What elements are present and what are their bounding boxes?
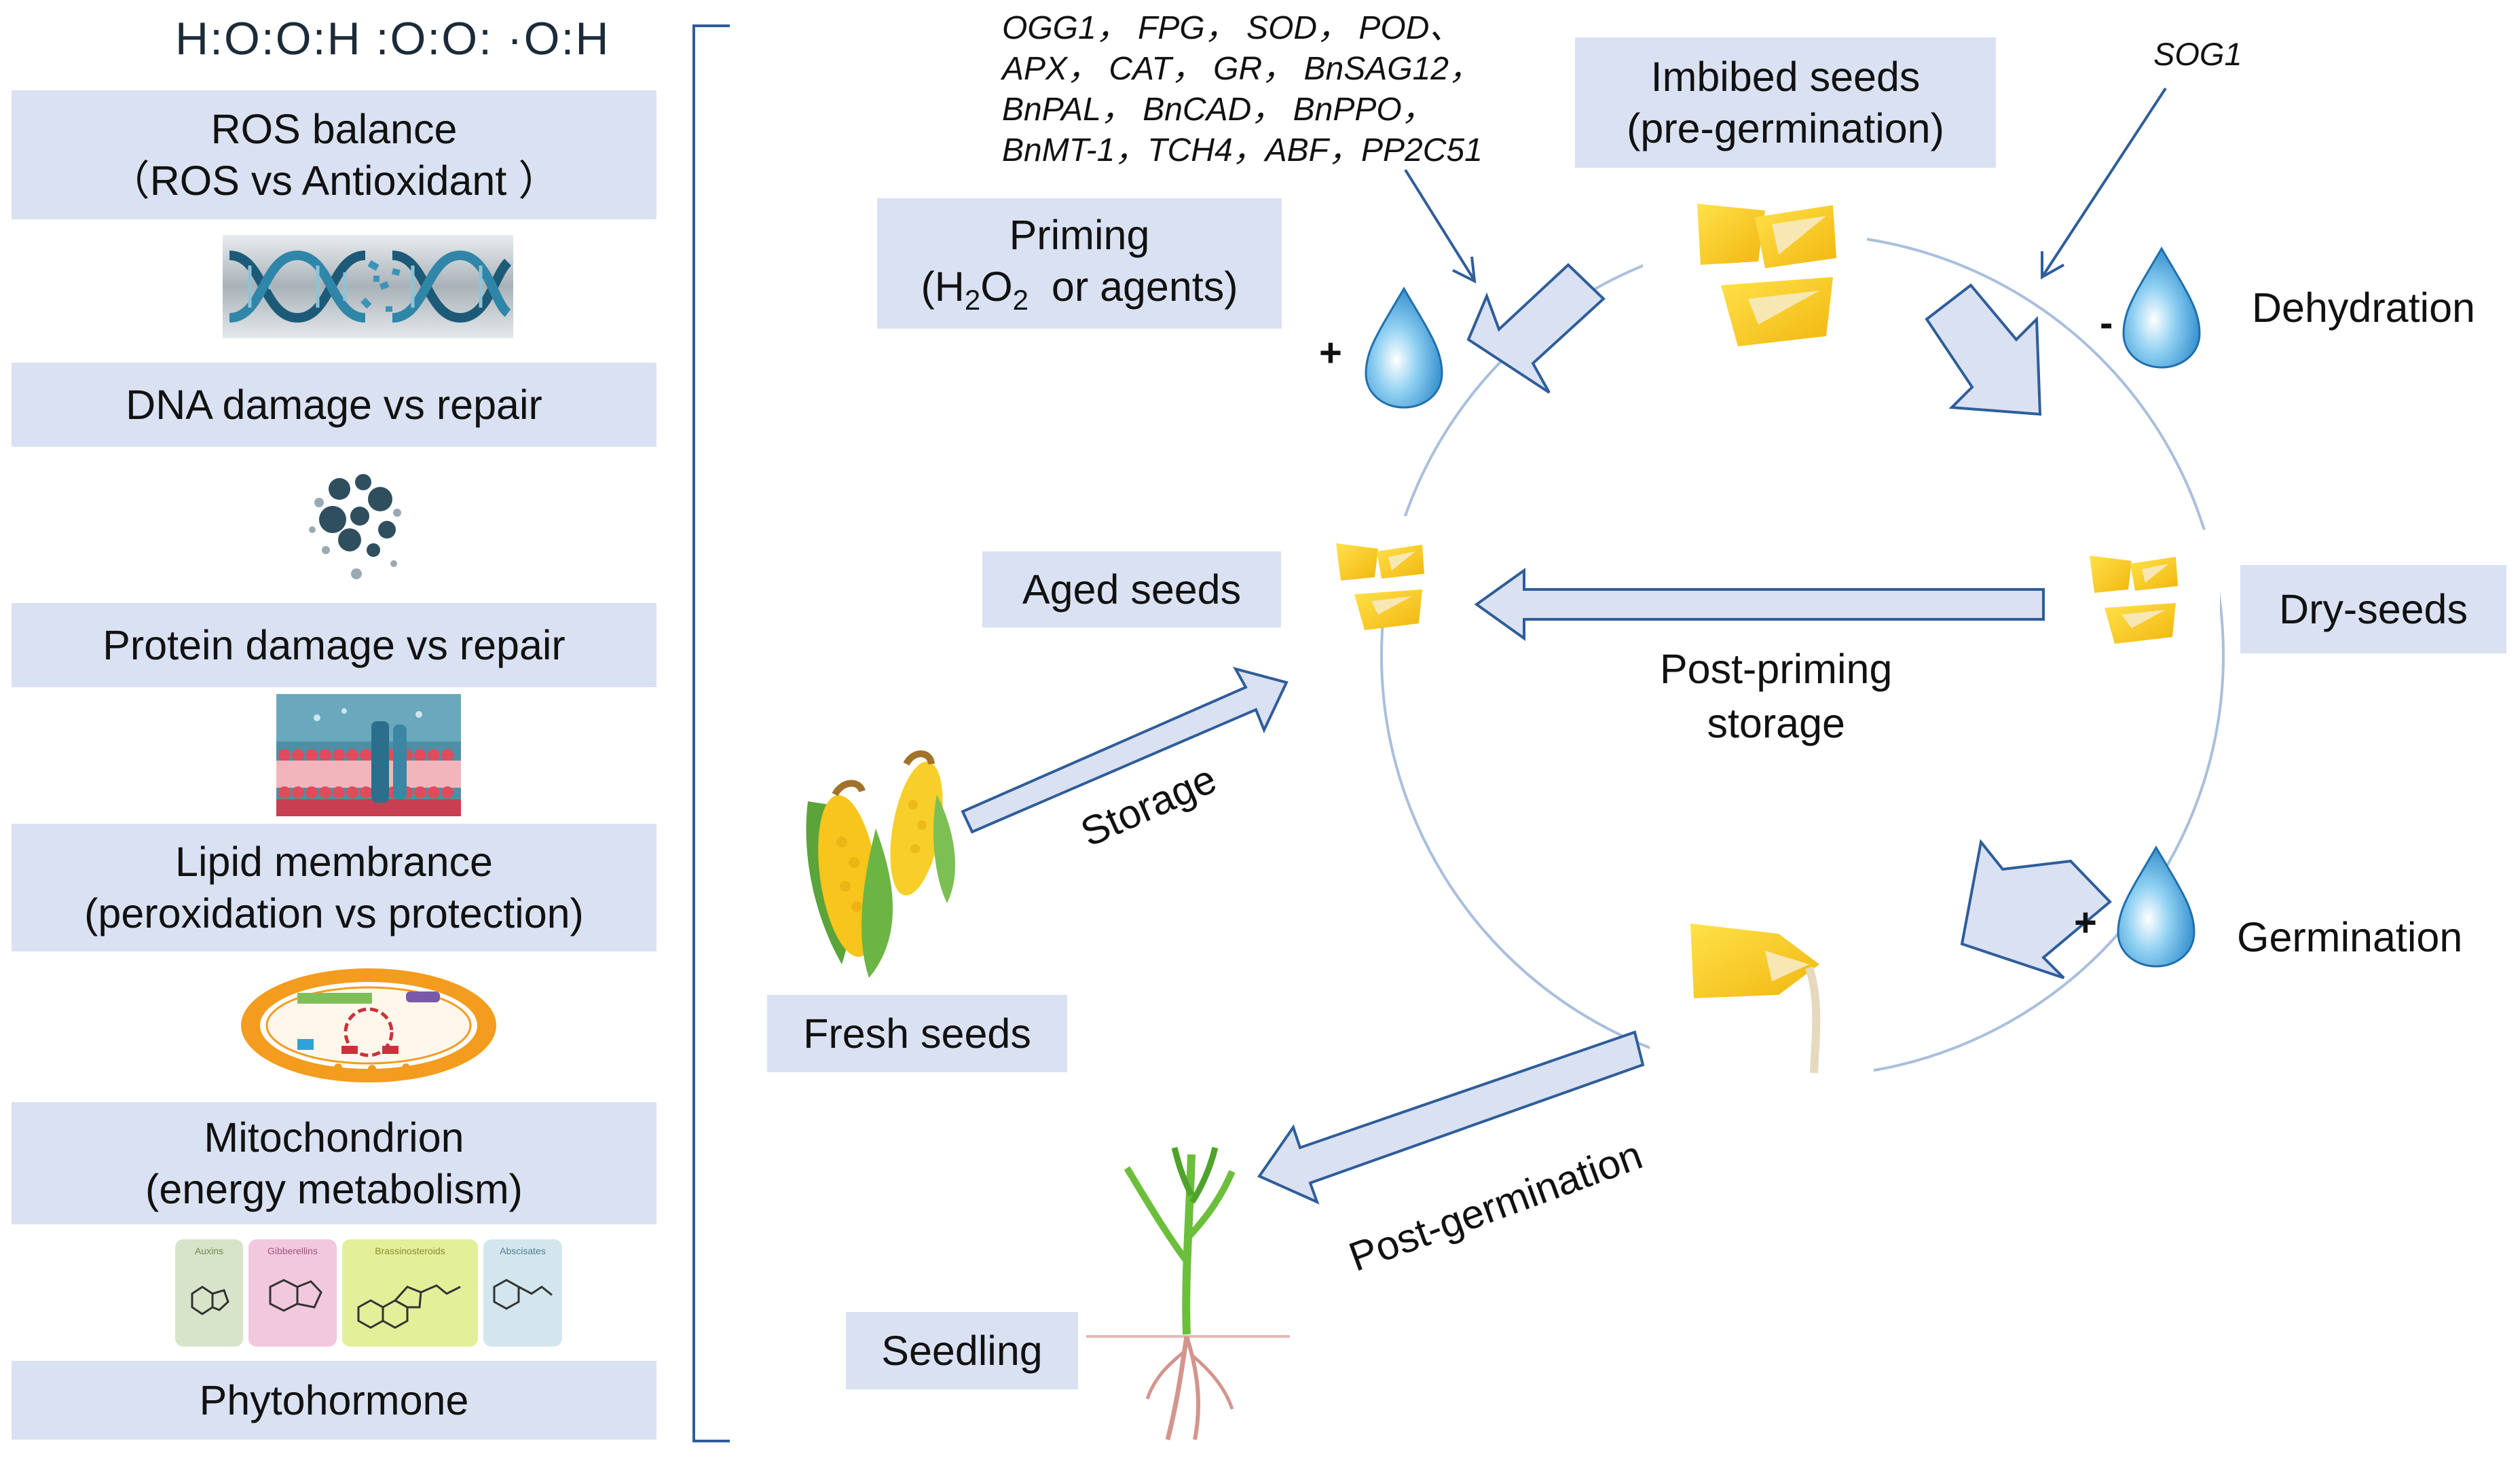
dry-seeds-icon bbox=[2090, 555, 2178, 644]
hormone-label-abscisates: Abscisates bbox=[500, 1245, 546, 1256]
sog1-label: SOG1 bbox=[2153, 36, 2242, 72]
storage-arrow bbox=[961, 666, 1289, 834]
post-priming-line1: Post-priming bbox=[1660, 646, 1893, 692]
post-priming-line2: storage bbox=[1707, 700, 1845, 746]
imbibed-seeds-icon bbox=[1697, 204, 1836, 346]
priming-arrow bbox=[1466, 263, 1606, 394]
mitochondrion-icon bbox=[241, 968, 496, 1082]
imbibed-seeds-subtitle: (pre-germination) bbox=[1627, 105, 1944, 151]
gene-list: OGG1， FPG， SOD， POD、 APX， CAT， GR， BnSAG… bbox=[1002, 8, 1518, 171]
ros-balance-subtitle: （ROS vs Antioxidant ） bbox=[108, 158, 560, 204]
protein-fragments-icon bbox=[309, 474, 401, 579]
priming-subtitle: (H2O2 or agents) bbox=[921, 263, 1238, 316]
aged-seeds-icon bbox=[1336, 543, 1424, 630]
protein-damage-label: Protein damage vs repair bbox=[103, 621, 566, 668]
imbibed-seeds-title: Imbibed seeds bbox=[1650, 53, 1921, 100]
gene-line-1: OGG1， FPG， SOD， POD、 bbox=[1002, 10, 1462, 46]
germinating-seed-icon bbox=[1690, 924, 1821, 1074]
gene-line-4: BnMT-1，TCH4，ABF，PP2C51 bbox=[1002, 132, 1483, 168]
mitochondrion-box: Mitochondrion (energy metabolism) bbox=[12, 1102, 656, 1224]
germination-arrow bbox=[1960, 839, 2112, 979]
post-priming-arrow bbox=[1474, 568, 2045, 641]
seedling-icon bbox=[1086, 1146, 1290, 1440]
genes-pointer bbox=[1404, 168, 1475, 280]
plus-sign-germination: + bbox=[2074, 900, 2097, 945]
dry-seeds-label: Dry-seeds bbox=[2279, 585, 2468, 632]
mitochondrion-subtitle: (energy metabolism) bbox=[145, 1166, 523, 1212]
hormone-label-gibberellins: Gibberellins bbox=[267, 1245, 318, 1256]
water-drop-icon-dehydration bbox=[2122, 247, 2201, 369]
phytohormone-structures-icon: Auxins Gibberellins Brassinosteroids Abs… bbox=[175, 1239, 562, 1347]
lipid-membrane-subtitle: (peroxidation vs protection) bbox=[84, 890, 584, 936]
aged-seeds-label: Aged seeds bbox=[1022, 566, 1242, 613]
fresh-seeds-box: Fresh seeds bbox=[767, 995, 1067, 1072]
phytohormone-label: Phytohormone bbox=[199, 1377, 469, 1423]
minus-sign-dehydration: - bbox=[2100, 301, 2113, 345]
aged-seeds-box: Aged seeds bbox=[982, 551, 1281, 627]
priming-box: Priming (H2O2 or agents) bbox=[877, 198, 1282, 329]
water-drop-icon-priming bbox=[1365, 287, 1443, 409]
plus-sign-priming: + bbox=[1319, 331, 1342, 375]
ros-formula: H:O:O:H :O:O: ·O:H bbox=[175, 13, 610, 65]
protein-damage-box: Protein damage vs repair bbox=[12, 603, 656, 687]
sog1-pointer bbox=[2042, 87, 2167, 276]
lipid-membrane-box: Lipid membrance (peroxidation vs protect… bbox=[12, 824, 656, 951]
seedling-box: Seedling bbox=[846, 1312, 1078, 1389]
priming-title: Priming bbox=[1009, 211, 1150, 258]
ros-balance-box: ROS balance （ROS vs Antioxidant ） bbox=[12, 90, 656, 219]
dna-helix-icon bbox=[223, 235, 513, 338]
hormone-label-brassinosteroids: Brassinosteroids bbox=[375, 1245, 445, 1256]
seedling-label: Seedling bbox=[881, 1327, 1043, 1374]
fresh-seeds-label: Fresh seeds bbox=[803, 1010, 1031, 1057]
gene-line-3: BnPAL， BnCAD， BnPPO， bbox=[1002, 92, 1434, 128]
dna-damage-label: DNA damage vs repair bbox=[126, 381, 542, 428]
germination-label: Germination bbox=[2237, 914, 2463, 960]
dehydration-arrow bbox=[1925, 283, 2042, 416]
corn-cobs-icon bbox=[806, 750, 955, 978]
imbibed-seeds-box: Imbibed seeds (pre-germination) bbox=[1575, 37, 1996, 168]
hormone-label-auxins: Auxins bbox=[195, 1245, 223, 1256]
post-germination-arrow bbox=[1257, 1030, 1645, 1205]
lipid-membrane-icon bbox=[276, 694, 461, 816]
lipid-membrane-title: Lipid membrance bbox=[175, 838, 493, 885]
dna-damage-box: DNA damage vs repair bbox=[12, 363, 656, 447]
water-drop-icon-germination bbox=[2117, 845, 2195, 968]
bracket bbox=[692, 24, 730, 1442]
gene-line-2: APX， CAT， GR， BnSAG12， bbox=[1002, 51, 1481, 87]
dehydration-label: Dehydration bbox=[2252, 285, 2475, 331]
ros-balance-title: ROS balance bbox=[210, 105, 458, 152]
mitochondrion-title: Mitochondrion bbox=[204, 1114, 464, 1161]
post-priming-storage-label: Post-priming storage bbox=[1660, 642, 1892, 750]
phytohormone-box: Phytohormone bbox=[12, 1361, 656, 1440]
dry-seeds-box: Dry-seeds bbox=[2240, 565, 2506, 653]
